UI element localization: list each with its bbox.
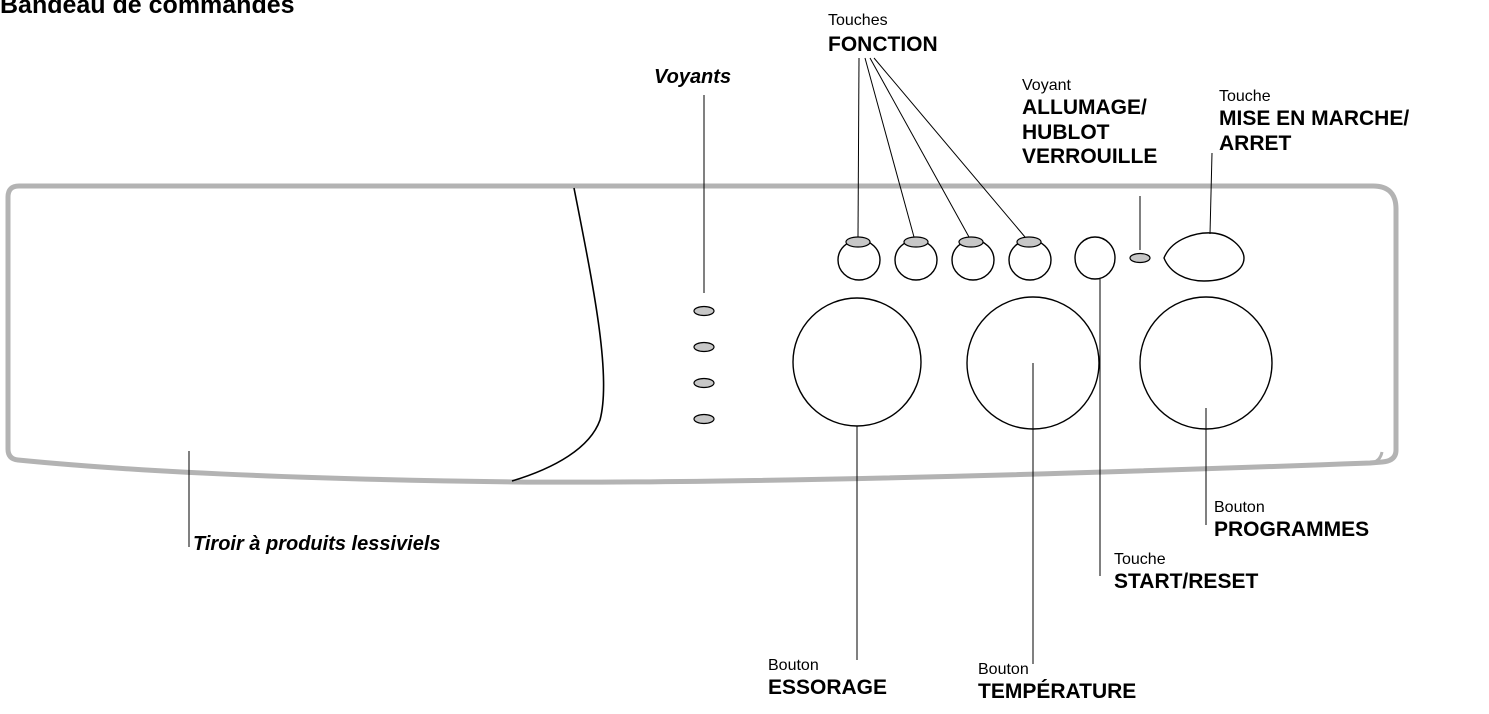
label-allumage-line2: HUBLOT — [1022, 121, 1110, 144]
indicator-light — [693, 305, 715, 317]
leader-line-on-off — [1209, 152, 1213, 235]
detergent-drawer-edge — [511, 187, 605, 482]
label-bouton-programmes: Bouton — [1214, 499, 1265, 516]
function-button-2[interactable] — [894, 236, 938, 281]
leader-line-fonction-3 — [869, 57, 970, 238]
label-fonction: FONCTION — [828, 33, 938, 56]
label-programmes: PROGRAMMES — [1214, 518, 1369, 541]
label-tiroir: Tiroir à produits lessiviels — [193, 533, 441, 555]
on-off-button[interactable] — [1163, 232, 1245, 282]
label-allumage-line1: ALLUMAGE/ — [1022, 96, 1147, 119]
label-mise-line1: MISE EN MARCHE/ — [1219, 107, 1409, 130]
function-button-led — [958, 236, 984, 248]
label-voyant: Voyant — [1022, 77, 1071, 94]
function-button-led — [1016, 236, 1042, 248]
indicator-light — [693, 377, 715, 389]
leader-line-fonction-2 — [864, 57, 915, 238]
label-touches: Touches — [828, 12, 888, 29]
label-touche-start: Touche — [1114, 551, 1166, 568]
label-allumage-line3: VERROUILLE — [1022, 145, 1157, 168]
function-button-3[interactable] — [951, 236, 995, 281]
function-button-led — [845, 236, 871, 248]
label-start-reset: START/RESET — [1114, 570, 1258, 593]
label-essorage: ESSORAGE — [768, 676, 887, 699]
panel-edge-detail — [1369, 451, 1384, 465]
label-touche-mise: Touche — [1219, 88, 1271, 105]
spin-knob[interactable] — [792, 297, 922, 427]
diagram-title: Bandeau de commandes — [0, 0, 295, 19]
control-panel-outline — [5, 183, 1399, 485]
indicator-lights — [693, 305, 715, 425]
leader-line-fonction-1 — [857, 57, 860, 238]
label-bouton-essorage: Bouton — [768, 657, 819, 674]
label-voyants: Voyants — [654, 66, 731, 88]
power-door-lock-indicator — [1129, 252, 1151, 264]
indicator-light — [693, 341, 715, 353]
label-bouton-temperature: Bouton — [978, 661, 1029, 678]
function-button-1[interactable] — [837, 236, 881, 281]
function-buttons — [837, 236, 1052, 281]
label-temperature: TEMPÉRATURE — [978, 680, 1136, 703]
function-button-led — [903, 236, 929, 248]
function-button-4[interactable] — [1008, 236, 1052, 281]
indicator-light — [693, 413, 715, 425]
start-reset-button[interactable] — [1074, 236, 1116, 280]
label-mise-line2: ARRET — [1219, 132, 1292, 155]
leader-line-fonction-4 — [873, 57, 1026, 238]
